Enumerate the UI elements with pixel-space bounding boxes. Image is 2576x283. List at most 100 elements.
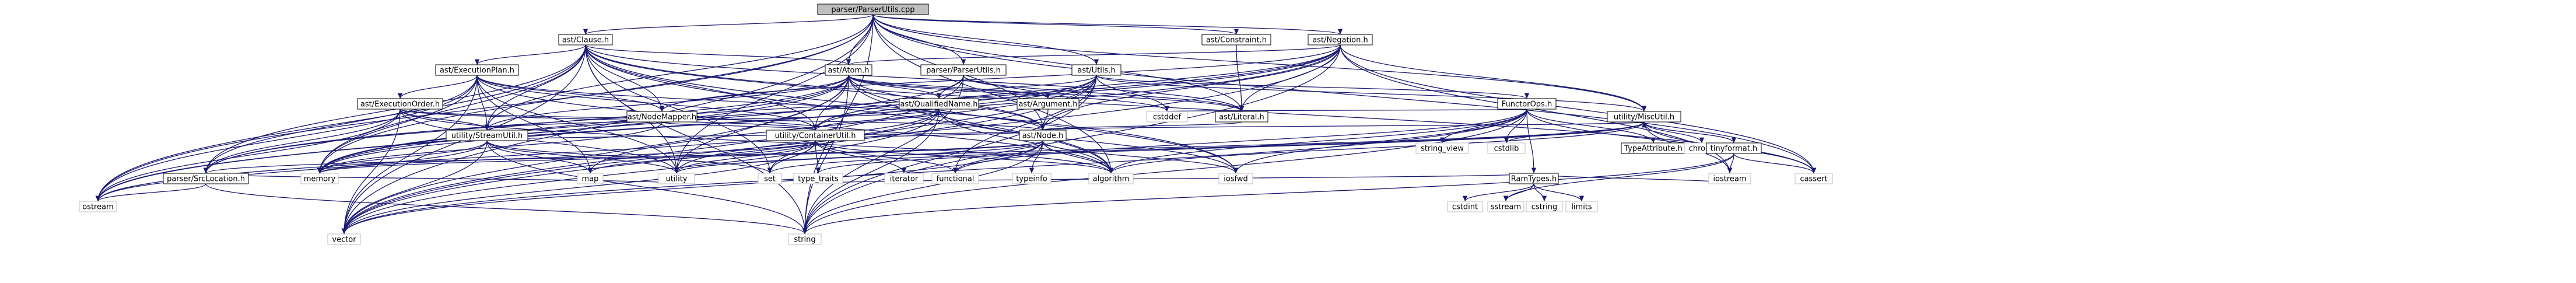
node-box — [1201, 34, 1271, 46]
edge-ast_Clause-to-string — [585, 44, 808, 235]
edge-ast_ExecutionPlan-to-ostream — [95, 75, 478, 202]
edge-ast_QualifiedName-to-utility_StreamUtil — [485, 109, 940, 131]
node-label: cstring — [1531, 203, 1557, 212]
edge-utility_StreamUtil-to-string — [486, 140, 808, 235]
node-ast_NodeMapper[interactable]: ast/NodeMapper.h — [626, 111, 698, 123]
node-limits: limits — [1565, 201, 1598, 212]
node-ast_Atom[interactable]: ast/Atom.h — [825, 64, 872, 76]
edge-root-to-cassert — [872, 14, 1817, 174]
node-box — [766, 130, 865, 141]
node-RamTypes[interactable]: RamTypes.h — [1509, 173, 1559, 184]
node-ast_Node[interactable]: ast/Node.h — [1019, 130, 1067, 141]
edge-ast_Utils-to-map — [587, 75, 1097, 174]
node-utility_StreamUtil[interactable]: utility/StreamUtil.h — [446, 130, 528, 141]
edge-RamTypes-to-cstring — [1533, 183, 1547, 202]
edge-ast_Clause-to-memory — [317, 44, 586, 174]
edge-utility_ContainerUtil-to-functional — [815, 140, 958, 174]
node-string_view: string_view — [1415, 142, 1469, 154]
node-box — [1565, 201, 1598, 212]
edge-ast_Node-to-utility — [674, 140, 1043, 174]
edge-parser_SrcLocation-to-string — [205, 183, 807, 235]
node-box — [931, 173, 979, 184]
edge-ast_Atom-to-utility_ContainerUtil — [812, 75, 849, 131]
node-label: string_view — [1421, 145, 1464, 153]
node-ast_Negation[interactable]: ast/Negation.h — [1308, 34, 1373, 46]
edge-root-to-ast_Constraint — [872, 14, 1239, 35]
node-label: TypeAttribute.h — [1624, 145, 1683, 153]
node-root[interactable]: parser/ParserUtils.cpp — [817, 4, 929, 15]
node-box — [1607, 111, 1681, 123]
edge-ast_Clause-to-algorithm — [585, 44, 1114, 174]
node-label: ast/Argument.h — [1018, 100, 1077, 109]
edge-utility_MiscUtil-to-algorithm — [1109, 121, 1645, 174]
node-box — [1526, 201, 1563, 212]
edge-FunctorOps-to-TypeAttribute — [1526, 109, 1656, 144]
edge-ast_Atom-to-ast_Argument — [848, 75, 1050, 99]
edge-utility_StreamUtil-to-vector — [341, 140, 488, 235]
node-label: memory — [304, 175, 336, 184]
node-box — [793, 173, 843, 184]
node-cstdlib: cstdlib — [1487, 142, 1526, 154]
node-tinyformat[interactable]: tinyformat.h — [1706, 142, 1762, 154]
node-ast_ExecutionPlan[interactable]: ast/ExecutionPlan.h — [435, 64, 519, 76]
node-box — [577, 173, 604, 184]
node-label: utility — [666, 175, 688, 184]
node-box — [788, 233, 822, 245]
node-label: cassert — [1800, 175, 1827, 184]
node-label: ast/Literal.h — [1219, 113, 1264, 122]
edge-ast_Negation-to-ast_NodeMapper — [660, 44, 1341, 112]
edge-utility_MiscUtil-to-tinyformat — [1643, 121, 1737, 144]
node-label: ast/Negation.h — [1312, 36, 1368, 45]
edge-ast_ExecutionPlan-to-algorithm — [476, 75, 1114, 174]
node-iostream: iostream — [1708, 173, 1751, 184]
node-box — [899, 98, 979, 110]
node-label: iosfwd — [1224, 175, 1248, 184]
node-box — [327, 233, 361, 245]
node-ast_Utils[interactable]: ast/Utils.h — [1071, 64, 1121, 76]
edge-ast_Utils-to-string — [802, 75, 1097, 235]
node-utility_MiscUtil[interactable]: utility/MiscUtil.h — [1607, 111, 1681, 123]
node-label: algorithm — [1093, 175, 1130, 184]
node-ast_Constraint[interactable]: ast/Constraint.h — [1201, 34, 1271, 46]
node-box — [1215, 111, 1268, 123]
node-label: FunctorOps.h — [1502, 100, 1552, 109]
edge-ast_QualifiedName-to-string — [802, 109, 940, 235]
edge-FunctorOps-to-algorithm — [1108, 109, 1527, 174]
edge-ast_Atom-to-string — [802, 75, 849, 235]
edge-ast_Clause-to-ast_Node — [585, 44, 1046, 131]
node-ast_ExecutionOrder[interactable]: ast/ExecutionOrder.h — [357, 98, 443, 110]
node-box — [558, 34, 613, 46]
node-label: functional — [937, 175, 975, 184]
node-label: typeinfo — [1016, 175, 1047, 184]
node-parser_ParserUtils[interactable]: parser/ParserUtils.h — [920, 64, 1007, 76]
node-box — [163, 173, 249, 184]
edge-ast_Atom-to-memory — [317, 75, 849, 174]
edge-ast_Literal-to-ast_Node — [1040, 121, 1242, 131]
edge-utility_ContainerUtil-to-vector — [341, 140, 816, 235]
edge-ast_ExecutionOrder-to-ostream — [95, 109, 401, 202]
edge-utility_MiscUtil-to-chrono — [1643, 121, 1705, 144]
node-ast_QualifiedName[interactable]: ast/QualifiedName.h — [899, 98, 979, 110]
node-label: ast/NodeMapper.h — [628, 113, 696, 122]
node-label: utility/MiscUtil.h — [1614, 113, 1674, 122]
edge-root-to-vector — [341, 14, 874, 235]
edge-ast_Utils-to-FunctorOps — [1096, 75, 1529, 99]
edge-ast_NodeMapper-to-utility_ContainerUtil — [661, 121, 818, 131]
node-label: tinyformat.h — [1711, 145, 1757, 153]
node-parser_SrcLocation[interactable]: parser/SrcLocation.h — [163, 173, 249, 184]
edge-root-to-ast_Clause — [583, 14, 874, 35]
node-ast_Argument[interactable]: ast/Argument.h — [1017, 98, 1080, 110]
node-sstream: sstream — [1487, 201, 1524, 212]
node-box — [1088, 173, 1134, 184]
node-iterator: iterator — [884, 173, 924, 184]
node-ast_Clause[interactable]: ast/Clause.h — [558, 34, 613, 46]
node-utility_ContainerUtil[interactable]: utility/ContainerUtil.h — [766, 130, 865, 141]
edge-root-to-utility — [674, 14, 874, 174]
node-TypeAttribute[interactable]: TypeAttribute.h — [1621, 142, 1686, 154]
edge-ast_QualifiedName-to-vector — [341, 109, 940, 235]
edge-ast_Node-to-vector — [341, 140, 1043, 235]
edge-root-to-ast_Negation — [872, 14, 1343, 35]
node-box — [920, 64, 1007, 76]
node-FunctorOps[interactable]: FunctorOps.h — [1497, 98, 1557, 110]
node-ast_Literal[interactable]: ast/Literal.h — [1215, 111, 1268, 123]
